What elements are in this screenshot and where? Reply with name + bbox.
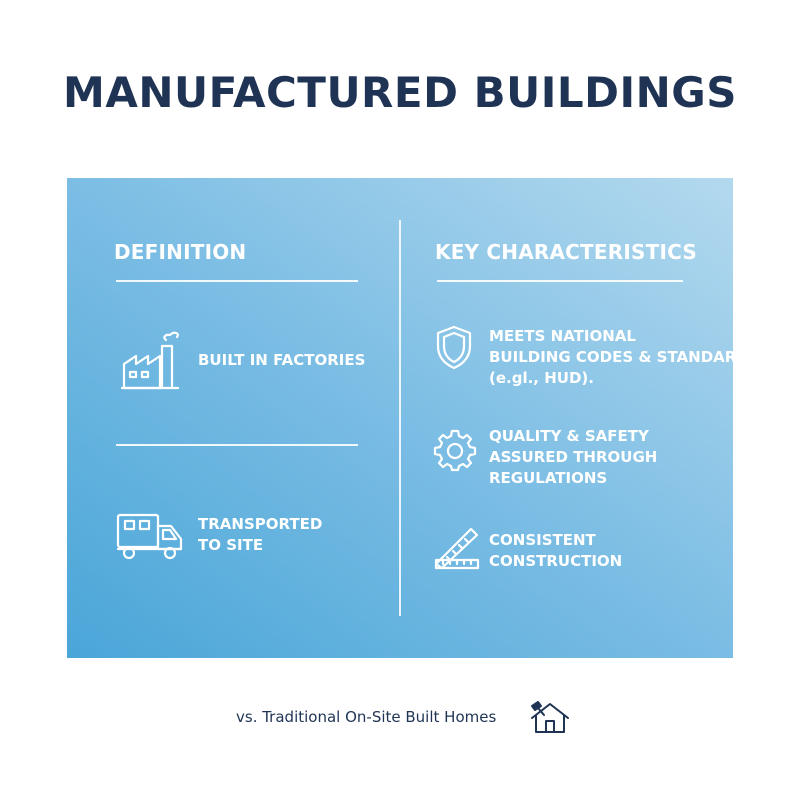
item-text-line: MEETS NATIONAL [489,327,636,345]
item-text-line: ASSURED THROUGH [489,448,658,466]
truck-icon [116,513,183,560]
item-text-line: QUALITY & SAFETY [489,427,649,445]
info-panel: DEFINITION BUILT IN FACTORIES TRANSPORTE… [67,178,760,658]
item-text-line: BUILT IN FACTORIES [198,351,366,369]
item-text-line: (e.gl., HUD). [489,369,594,387]
footer-text: vs. Traditional On-Site Built Homes [236,708,497,726]
page-title: MANUFACTURED BUILDINGS [63,68,737,117]
definition-separator [116,444,358,446]
definition-item-built-in-factories: BUILT IN FACTORIES [198,350,365,371]
shield-icon [436,325,472,370]
definition-item-transported-to-site: TRANSPORTED TO SITE [198,514,322,556]
item-text-line: CONSTRUCTION [489,552,623,570]
gear-icon [433,429,477,472]
item-text-line: REGULATIONS [489,469,608,487]
house-hammer-icon [531,701,569,733]
definition-heading: DEFINITION [114,240,247,264]
item-text-line: CONSISTENT [489,531,596,549]
characteristics-heading-rule [437,280,683,282]
footer: vs. Traditional On-Site Built Homes [0,700,800,736]
item-text-line: TRANSPORTED [198,515,323,533]
item-text-line: TO SITE [198,536,264,554]
characteristics-heading: KEY CHARACTERISTICS [435,240,697,264]
column-divider [399,220,401,616]
definition-heading-rule [116,280,358,282]
characteristic-item-building-codes: MEETS NATIONAL BUILDING CODES & STANDARD… [489,326,760,389]
factory-icon [120,331,180,390]
characteristic-item-quality-safety: QUALITY & SAFETY ASSURED THROUGH REGULAT… [489,426,657,489]
item-text-line: BUILDING CODES & STANDARDS [489,348,760,366]
ruler-triangle-icon [434,527,480,570]
characteristic-item-consistent-construction: CONSISTENT CONSTRUCTION [489,530,622,572]
